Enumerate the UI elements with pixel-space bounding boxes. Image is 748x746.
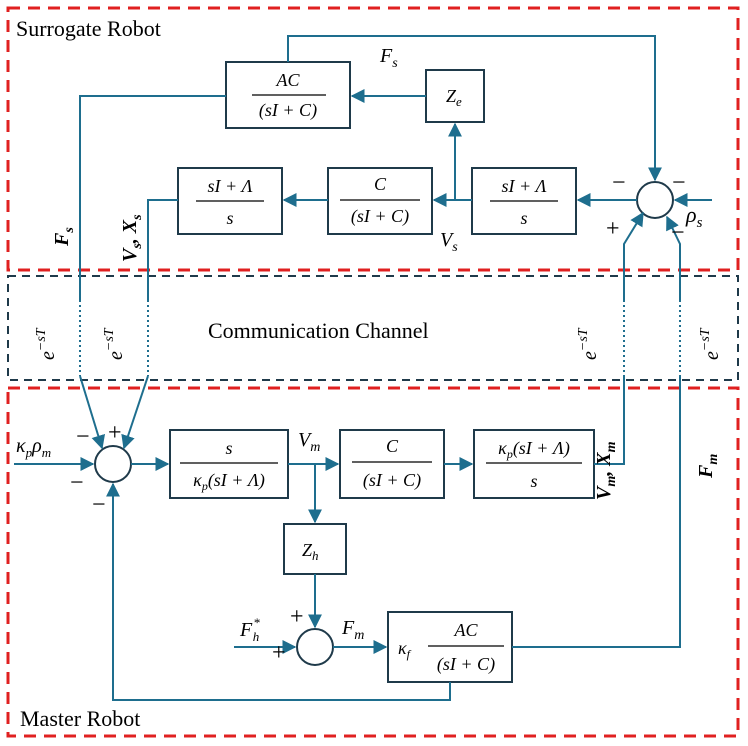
left-top-den: s [226, 208, 233, 228]
c-block-master [339, 429, 445, 499]
mid-top-num: C [374, 174, 387, 194]
m2-num: C [386, 436, 399, 456]
m3-num: κp(sI + Λ) [498, 438, 570, 461]
vm-mid-label: Vm [298, 429, 320, 455]
right-top-num: sI + Λ [501, 176, 546, 196]
fs-left-label: Fs [51, 227, 77, 247]
sum-master-minus-bottom: − [92, 492, 106, 518]
sum-master-minus-left: − [70, 470, 84, 496]
fs-top-label: Fs [379, 45, 398, 71]
fm-mid-label: Fm [341, 617, 364, 643]
vs-xs-label: Vs, Xs [119, 214, 145, 262]
sum-top-minus-left: − [612, 170, 626, 196]
communication-channel-region [7, 275, 739, 381]
ac-top-den: (sI + C) [259, 100, 317, 121]
delay-2: e−sT [102, 327, 127, 360]
sum-master-plus-top: + [108, 420, 122, 446]
sum-top-minus-bottom: − [671, 220, 685, 246]
m1-num: s [225, 438, 232, 458]
left-top-num: sI + Λ [207, 176, 252, 196]
ac-top-num: AC [275, 70, 300, 90]
zh-label: Zh [302, 540, 319, 563]
mid-top-den: (sI + C) [351, 206, 409, 227]
fh-star-label: F*h [239, 615, 260, 644]
sum-top-plus: + [606, 216, 620, 242]
master-robot-region [6, 386, 740, 738]
summing-junction-surrogate [636, 181, 674, 219]
kf-num: AC [453, 620, 478, 640]
vm-xm-label: Vm, Xm [593, 441, 619, 500]
kp-rho-m-label: κpρm [16, 435, 51, 460]
ze-label: Ze [446, 86, 462, 109]
sum-top-minus-right: − [672, 170, 686, 196]
m3-den: s [530, 471, 537, 491]
surrogate-robot-title: Surrogate Robot [16, 16, 161, 41]
delay-1: e−sT [34, 327, 59, 360]
sum-force-plus-top: + [290, 604, 304, 630]
delay-4: e−sT [698, 327, 723, 360]
m2-den: (sI + C) [363, 470, 421, 491]
sum-force-plus-left: + [272, 640, 286, 666]
delay-3: e−sT [576, 327, 601, 360]
master-robot-title: Master Robot [20, 706, 140, 731]
summing-junction-master-force [296, 628, 334, 666]
m1-den: κp(sI + Λ) [193, 470, 265, 493]
kp-sI-lambda-block [473, 429, 595, 499]
fm-right-label: Fm [695, 454, 721, 479]
summing-junction-master-main [94, 445, 132, 483]
kf-label: κf [398, 638, 412, 661]
kf-den: (sI + C) [437, 654, 495, 675]
surrogate-robot-region [6, 6, 740, 272]
rho-s-label: ρs [685, 202, 703, 231]
right-top-den: s [520, 208, 527, 228]
communication-channel-title: Communication Channel [208, 318, 429, 343]
sum-master-minus-top: − [76, 424, 90, 450]
vs-mid-label: Vs [440, 229, 458, 255]
